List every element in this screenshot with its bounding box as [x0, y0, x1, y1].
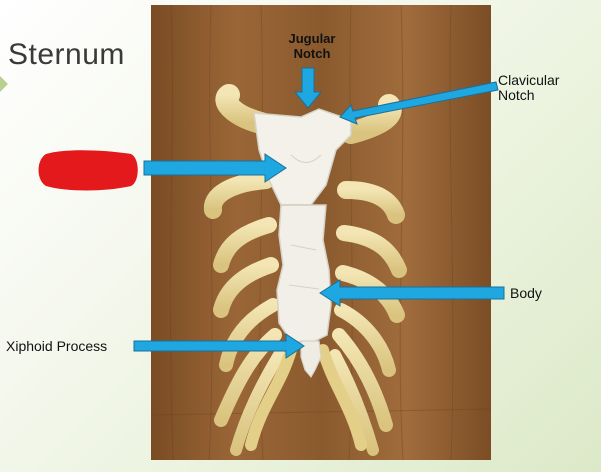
label-xiphoid-process: Xiphoid Process	[6, 338, 108, 354]
arrow-xiphoid-process	[133, 333, 305, 359]
label-jugular-notch: Jugular Notch	[280, 31, 344, 61]
red-redaction-blob	[36, 148, 140, 192]
sternum-illustration	[151, 5, 491, 460]
sternum-photo	[151, 5, 491, 460]
accent-triangle	[0, 76, 8, 92]
label-clavicular-notch-line1: Clavicular	[498, 72, 560, 88]
label-clavicular-notch-line2: Notch	[498, 87, 535, 103]
arrow-redacted-label	[143, 153, 287, 183]
label-jugular-notch-line1: Jugular	[288, 31, 336, 46]
arrow-jugular-notch	[293, 67, 323, 109]
label-clavicular-notch: Clavicular Notch	[498, 73, 559, 103]
arrow-clavicular-notch	[339, 81, 499, 125]
label-jugular-notch-line2: Notch	[293, 46, 331, 61]
slide-title: Sternum	[8, 38, 125, 71]
label-body: Body	[510, 285, 542, 301]
arrow-body	[319, 279, 505, 307]
